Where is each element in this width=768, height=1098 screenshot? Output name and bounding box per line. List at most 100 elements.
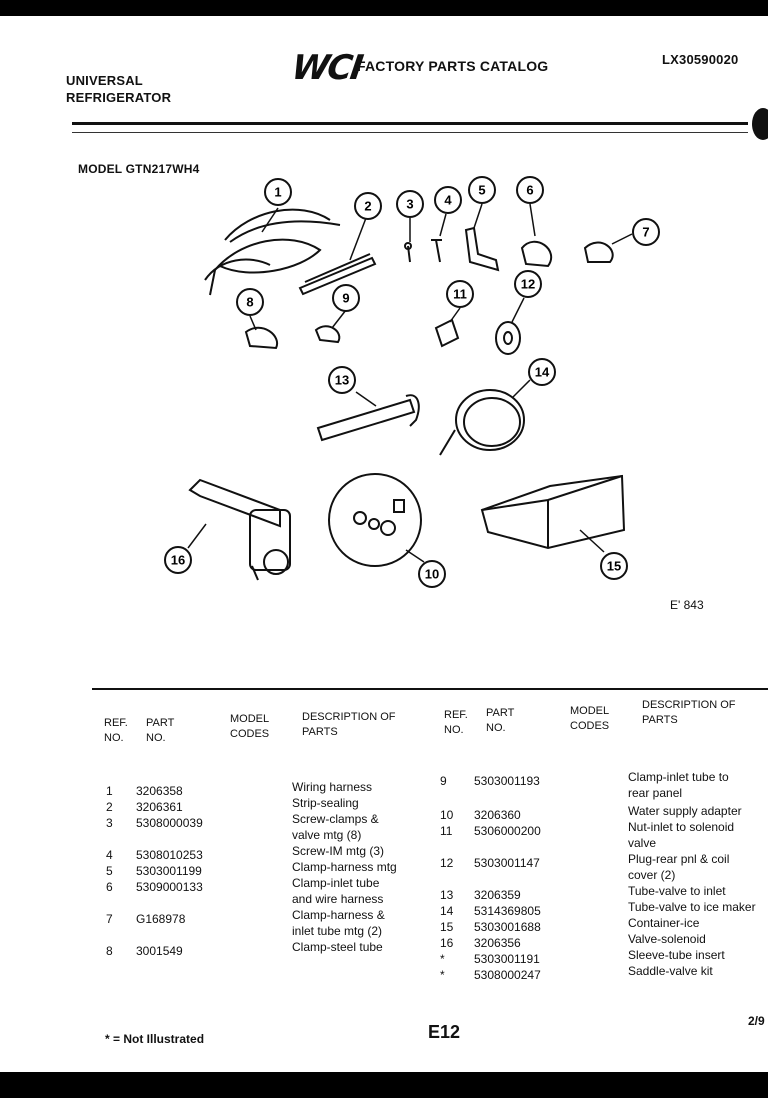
svg-text:15: 15 [607, 559, 621, 574]
left-row-desc-cell: Screw-clamps & [292, 812, 379, 826]
col-header-model-left: MODEL CODES [230, 713, 270, 740]
col-header-desc-right: DESCRIPTION OF PARTS [642, 699, 736, 726]
callout-12: 12 [514, 270, 542, 298]
clamp-drawings [520, 240, 614, 268]
right-row-part-cell: 3206356 [474, 936, 521, 950]
screw-drawings [404, 239, 442, 263]
col-header-ref-right: REF. NO. [444, 709, 468, 736]
right-row-part-cell: 5303001191 [474, 952, 540, 966]
callout-8: 8 [236, 288, 264, 316]
right-row-ref-cell: 9 [440, 774, 447, 788]
right-row-desc-cell: Tube-valve to ice maker [628, 900, 756, 914]
catalog-title: FACTORY PARTS CATALOG [357, 58, 549, 74]
model-label: MODEL GTN217WH4 [78, 162, 200, 176]
svg-text:3: 3 [406, 197, 413, 212]
left-row-part-cell: 5309000133 [136, 880, 203, 894]
callout-16: 16 [164, 546, 192, 574]
page-number: E12 [428, 1022, 461, 1042]
right-row-ref-cell: 16 [440, 936, 454, 950]
left-row-desc-cell: inlet tube mtg (2) [292, 924, 383, 938]
water-adapter-detail [328, 473, 422, 567]
callout-7: 7 [632, 218, 660, 246]
left-row-part-cell: G168978 [136, 912, 186, 926]
left-row-ref-cell: 7 [106, 912, 113, 926]
left-row-part-cell: 3001549 [136, 944, 183, 958]
callout-6: 6 [516, 176, 544, 204]
col-header-part-right: PART NO. [486, 707, 515, 734]
right-row-part-cell: 3206360 [474, 808, 521, 822]
callout-2: 2 [354, 192, 382, 220]
right-row-part-cell: 5303001193 [474, 774, 540, 788]
right-row-desc-cell: cover (2) [628, 868, 676, 882]
figure-label: E' 843 [670, 598, 704, 612]
catalog-code: LX30590020 [662, 52, 739, 67]
steel-clamp-drawings [244, 325, 341, 350]
col-header-model-right: MODEL CODES [570, 705, 610, 732]
header-rule-thick [72, 122, 748, 125]
right-row-ref-cell: * [440, 968, 445, 982]
callout-9: 9 [332, 284, 360, 312]
nut-drawing [434, 318, 460, 348]
callout-11: 11 [446, 280, 474, 308]
left-row-ref-cell: 1 [106, 784, 113, 798]
left-row-desc-cell: Clamp-harness & [292, 908, 385, 922]
right-row-ref-cell: 10 [440, 808, 454, 822]
svg-text:7: 7 [642, 225, 649, 240]
svg-text:9: 9 [342, 291, 349, 306]
callout-13: 13 [328, 366, 356, 394]
left-row-desc-cell: Wiring harness [292, 780, 373, 794]
col-header-desc-left: DESCRIPTION OF PARTS [302, 711, 396, 738]
callout-leaders [187, 203, 633, 563]
right-row-desc-cell: Plug-rear pnl & coil [628, 852, 730, 866]
ice-container-drawing [480, 474, 626, 550]
svg-text:8: 8 [246, 295, 253, 310]
right-row-ref-cell: 13 [440, 888, 454, 902]
left-row-part-cell: 5308010253 [136, 848, 203, 862]
right-row-part-cell: 5314369805 [474, 904, 541, 918]
left-row-desc-cell: Clamp-harness mtg [292, 860, 397, 874]
right-row-ref-cell: 12 [440, 856, 454, 870]
callout-3: 3 [396, 190, 424, 218]
right-row-desc-cell: Sleeve-tube insert [628, 948, 725, 962]
svg-text:14: 14 [535, 365, 550, 380]
svg-text:13: 13 [335, 373, 349, 388]
inlet-tube-drawing [316, 394, 420, 442]
right-row-part-cell: 5303001147 [474, 856, 540, 870]
callout-14: 14 [528, 358, 556, 386]
right-row-desc-cell: valve [628, 836, 657, 850]
svg-text:11: 11 [453, 287, 467, 302]
right-row-part-cell: 5308000247 [474, 968, 541, 982]
right-row-desc-cell: Water supply adapter [628, 804, 742, 818]
svg-text:6: 6 [526, 183, 533, 198]
left-row-desc-cell: Clamp-inlet tube [292, 876, 380, 890]
right-row-part-cell: 3206359 [474, 888, 521, 902]
svg-text:2: 2 [364, 199, 371, 214]
right-row-desc-cell: Saddle-valve kit [628, 964, 713, 978]
right-row-desc-cell: Nut-inlet to solenoid [628, 820, 735, 834]
brand-line-1: UNIVERSAL [66, 73, 143, 88]
left-row-part-cell: 3206361 [136, 800, 183, 814]
left-row-ref-cell: 6 [106, 880, 113, 894]
brand-block: UNIVERSAL REFRIGERATOR [66, 72, 171, 106]
right-row-desc-cell: rear panel [628, 786, 683, 800]
strip-sealing-drawing [298, 253, 377, 296]
callout-1: 1 [264, 178, 292, 206]
wci-logo: WCI [289, 48, 364, 88]
svg-text:5: 5 [478, 183, 485, 198]
col-header-part-left: PART NO. [146, 717, 175, 744]
callout-4: 4 [434, 186, 462, 214]
table-top-rule [92, 688, 768, 690]
coiled-tube-drawing [439, 389, 525, 456]
left-row-desc-cell: Clamp-steel tube [292, 940, 383, 954]
left-row-ref-cell: 5 [106, 864, 113, 878]
callout-5: 5 [468, 176, 496, 204]
right-row-part-cell: 5306000200 [474, 824, 541, 838]
top-scan-border [0, 0, 768, 16]
sheet-number: 2/9 [748, 1014, 765, 1028]
left-row-part-cell: 5308000039 [136, 816, 203, 830]
left-row-part-cell: 5303001199 [136, 864, 202, 878]
left-row-ref-cell: 8 [106, 944, 113, 958]
left-row-desc-cell: Screw-IM mtg (3) [292, 844, 385, 858]
svg-text:12: 12 [521, 277, 535, 292]
